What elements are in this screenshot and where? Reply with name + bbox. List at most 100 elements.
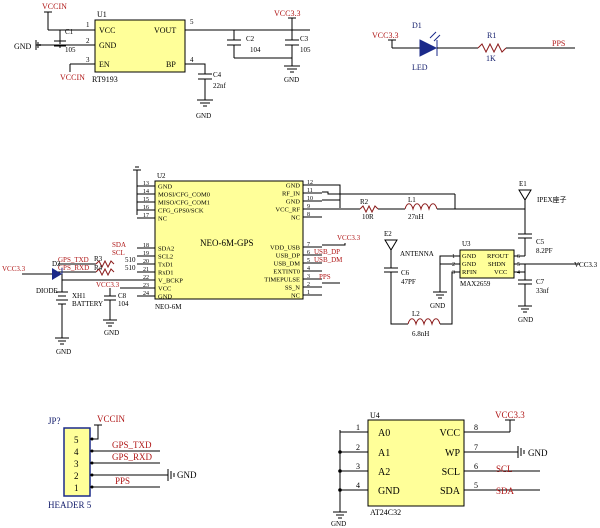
u2-left-pin-name: SDA2 [158,246,174,253]
net-sda-u4: SDA [496,486,515,496]
net-vcc33-led: VCC3.3 [372,31,398,40]
u2-right-pin-name: USB_DM [274,261,301,268]
u4-left-pin-name: A0 [378,428,390,439]
u2-left-pin-name: MOSI/CFG_COM0 [158,192,210,199]
xh1-type: BATTERY [72,300,103,308]
r2-ref: R2 [360,198,369,206]
r4-ref: R4 [94,264,103,272]
u2-right-pin-num: 9 [307,204,310,210]
r1-resistor [477,42,507,54]
u4-right-pin-name: WP [445,448,460,459]
u2-right-pin-name: VCC_RF [275,207,300,214]
u2-left-pin-name: RxD1 [158,270,174,277]
l1-inductor [404,203,438,211]
u3-pin: RFIN [462,269,477,276]
u3-pinnum: 1 [452,254,455,260]
u2-right-pin-num: 2 [307,282,310,288]
u2-sub: NEO-6M [155,303,182,311]
net-vccin-en: VCCIN [60,73,85,82]
u4-chip [367,419,465,507]
u3-pinnum: 2 [452,262,455,268]
gnd-label: GND [430,302,445,310]
net-pps-jp: PPS [115,476,130,486]
l2-ref: L2 [412,310,420,318]
u4-left-pin-num: 1 [356,423,360,432]
net-gnd-left: GND [14,42,32,51]
u2-left-pin-name: TxD1 [158,262,173,269]
net-gps-txd: GPS_TXD [58,256,89,264]
u2-right-pin-num: 1 [307,290,310,296]
u1-section: U1 RT9193 VCC GND EN VOUT BP 1 2 3 5 4 V… [14,2,311,120]
u4-part: AT24C32 [370,508,401,517]
xh1-ref: XH1 [72,292,86,300]
jp-ref: JP? [48,416,61,426]
u3-pin: GND [462,261,476,268]
gnd-label: GND [284,76,299,84]
u2-right-pin-num: 6 [307,250,310,256]
u2-right-pin-name: USB_DP [276,253,301,260]
u2-left-pin-name: VCC [158,286,171,293]
net-gnd-jp: GND [177,470,197,480]
u4-right-pin-num: 5 [474,481,478,490]
net-gnd-wp: GND [528,448,548,458]
u2-left-pin-name: NC [158,216,167,223]
r4-val: 510 [125,264,136,272]
u1-pinnum: 1 [86,21,90,29]
u4-left-pin-num: 4 [356,481,360,490]
u1-pin-bp: BP [166,60,176,69]
e1-label: IPEX座子 [537,195,567,204]
u1-chip [94,19,186,73]
c4-val: 22nf [213,82,227,90]
d2-ref: D2 [52,260,61,268]
jp-pinnum: 3 [74,459,79,469]
u2-part: NEO-6M-GPS [200,238,254,248]
net-usb-dp: USB_DP [314,248,340,256]
r2-resistor [359,204,379,214]
u1-pin-gnd: GND [99,41,117,50]
net-vcc33-u4: VCC3.3 [495,410,525,420]
net-gps-txd-jp: GPS_TXD [112,440,152,450]
u4-right-pin-num: 8 [474,423,478,432]
u2-right-pin-name: GND [286,199,300,206]
u2-right-pin-name: RF_IN [282,191,300,198]
u4-left-pin-name: A1 [378,448,390,459]
u4-right-pin-num: 7 [474,443,478,452]
net-vccin-top: VCCIN [42,2,67,11]
u2-right-pin-num: 8 [307,212,310,218]
u1-pinnum: 5 [190,18,194,26]
net-scl-u4: SCL [496,464,513,474]
u2-right-pin-name: TIMEPULSE [264,277,300,284]
r4-resistor [95,267,115,277]
d2-diode-icon [52,268,62,280]
u2-left-pin-num: 15 [143,197,149,203]
u2-left-pin-num: 13 [143,181,149,187]
u2-right-pin-num: 11 [307,188,313,194]
u2-right-pin-name: VDD_USB [270,245,301,252]
c3-ref: C3 [300,35,309,43]
u2-ref: U2 [157,172,166,180]
u3-chip [459,249,515,279]
l2-inductor [407,318,441,326]
jp-section: JP? HEADER 5 5 4 3 2 1 VCCIN GPS_TXD GPS… [48,414,197,510]
u2-right-pin-name: NC [291,293,300,300]
l2-val: 6.8nH [412,330,429,338]
net-vcc33-top: VCC3.3 [274,9,300,18]
net-vcc33-u3: VCC3.3 [574,261,598,269]
jp-header [63,427,91,497]
c7-ref: C7 [536,278,545,286]
c7-val: 33nf [536,287,550,295]
gnd-label: GND [518,316,533,324]
gnd-label: GND [104,329,119,337]
u2-right-pin-num: 12 [307,180,313,186]
u3-pinnum: 4 [517,270,520,276]
l1-ref: L1 [408,196,416,204]
u4-section: U4 AT24C32 1A02A13A24GND8VCC7WP6SCL5SDA … [331,410,548,528]
r2-val: 10R [362,213,374,221]
rf-section: R2 10R L1 27nH E1 IPEX座子 C5 8.2PF U3 MAX… [322,180,598,338]
c2-val: 104 [250,46,261,54]
c4-ref: C4 [213,71,222,79]
